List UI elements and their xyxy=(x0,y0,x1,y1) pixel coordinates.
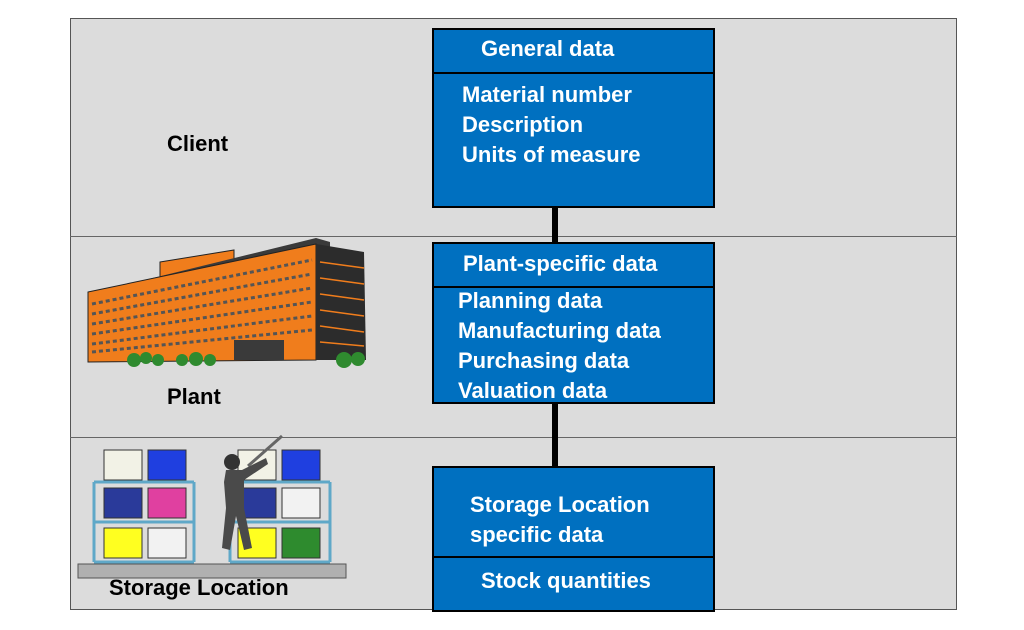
general-data-item: Units of measure xyxy=(462,142,641,167)
plant-data-list: Planning data Manufacturing data Purchas… xyxy=(458,286,661,406)
client-label: Client xyxy=(167,131,229,156)
storage-data-item: specific data xyxy=(470,522,604,547)
storage-data-box: Storage Location specific data Stock qua… xyxy=(432,466,715,612)
plant-storage-divider xyxy=(70,437,957,438)
plant-data-item: Valuation data xyxy=(458,378,608,403)
general-data-item: Material number xyxy=(462,82,632,107)
storage-data-item: Storage Location xyxy=(470,492,650,517)
plant-label: Plant xyxy=(167,384,221,409)
storage-data-list: Storage Location specific data xyxy=(470,490,650,550)
general-data-title: General data xyxy=(481,36,615,61)
plant-data-title: Plant-specific data xyxy=(463,251,658,276)
worker-icon xyxy=(222,434,283,550)
general-data-title-bar: General data xyxy=(434,30,713,74)
plant-data-item: Manufacturing data xyxy=(458,318,661,343)
plant-data-title-bar: Plant-specific data xyxy=(434,244,713,288)
general-data-list: Material number Description Units of mea… xyxy=(462,80,641,170)
warehouse-shelf-icon xyxy=(77,449,347,579)
plant-data-item: Purchasing data xyxy=(458,348,630,373)
client-plant-divider xyxy=(70,236,957,237)
plant-data-item: Planning data xyxy=(458,288,603,313)
general-data-item: Description xyxy=(462,112,584,137)
general-data-box: General data Material number Description… xyxy=(432,28,715,208)
storage-location-label: Storage Location xyxy=(109,575,289,600)
stock-quantities-label: Stock quantities xyxy=(481,568,651,593)
connector-plant-storage xyxy=(552,402,558,468)
factory-building-icon xyxy=(87,238,366,368)
connector-general-plant xyxy=(552,206,558,244)
plant-data-box: Plant-specific data Planning data Manufa… xyxy=(432,242,715,404)
storage-footer-bar: Stock quantities xyxy=(434,556,713,612)
